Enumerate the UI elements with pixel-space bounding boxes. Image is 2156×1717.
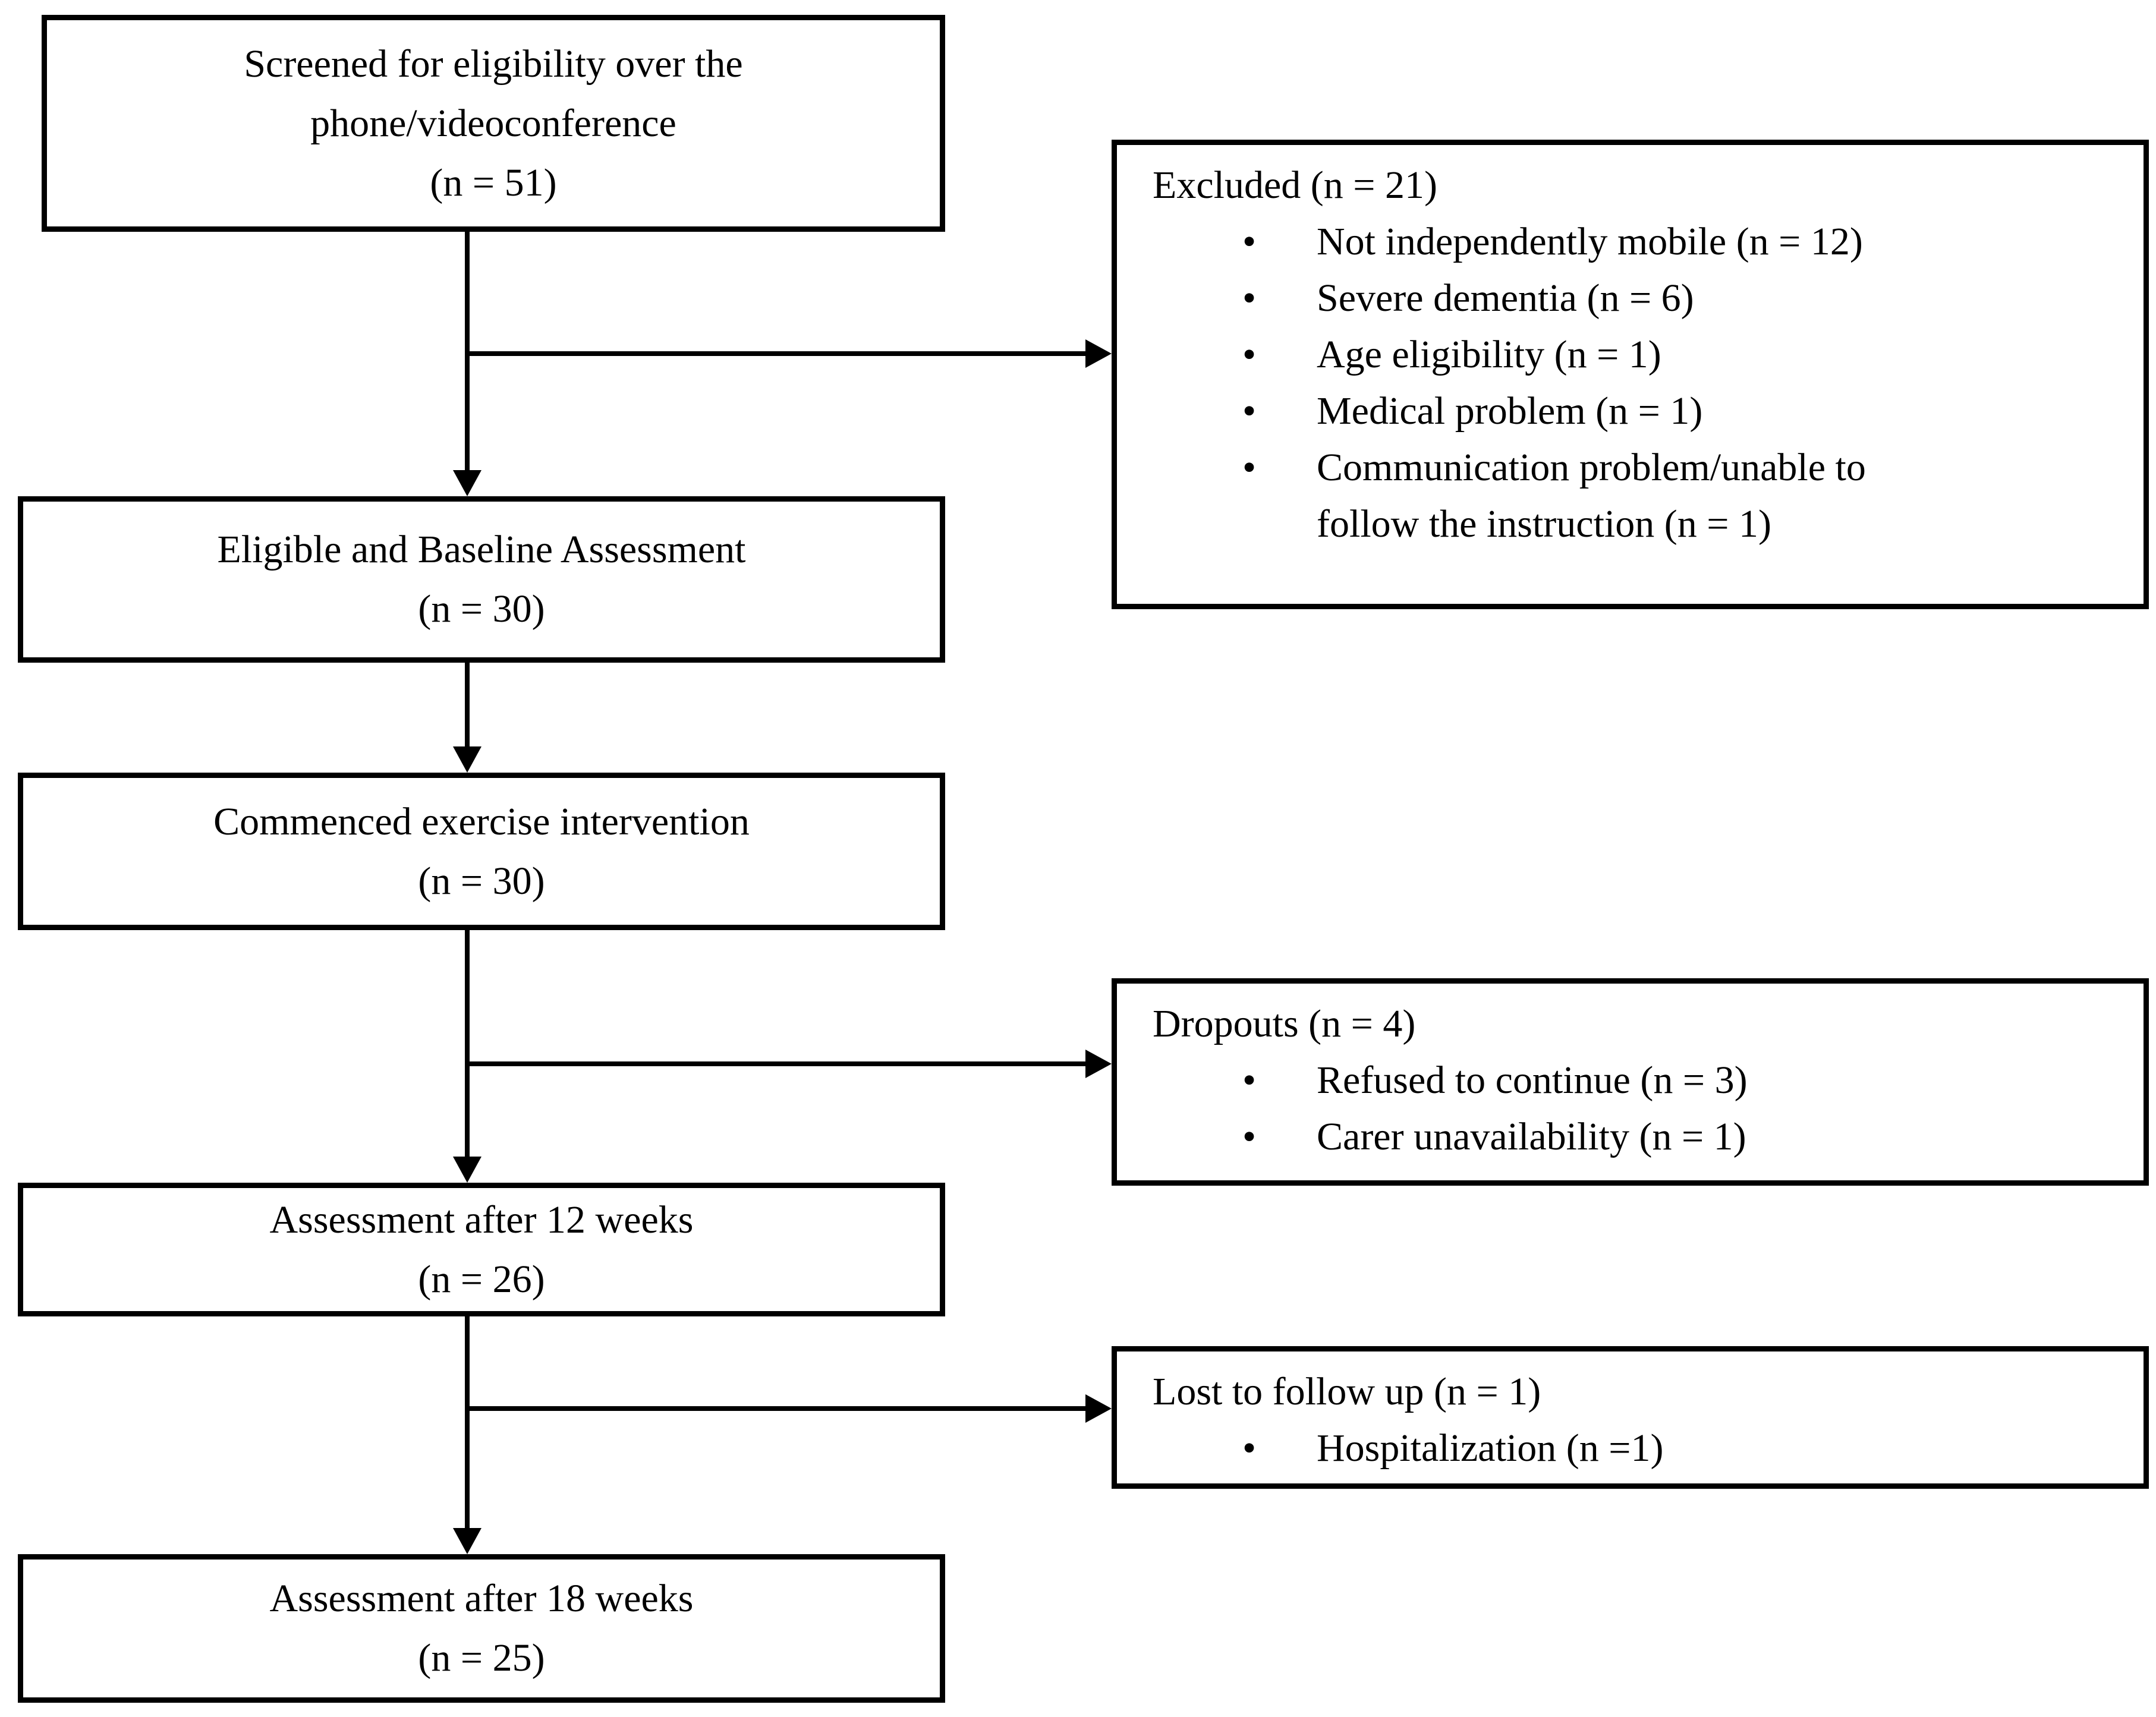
flow-box-eligible-baseline: Eligible and Baseline Assessment (n = 30… bbox=[18, 496, 945, 663]
side-box-title: Excluded (n = 21) bbox=[1153, 163, 1437, 207]
list-item-text: Medical problem (n = 1) bbox=[1317, 389, 1703, 433]
flow-box-assessment-18-weeks: Assessment after 18 weeks (n = 25) bbox=[18, 1554, 945, 1703]
list-item: • Not independently mobile (n = 12) bbox=[1153, 213, 2120, 270]
arrow-down-icon bbox=[453, 1528, 481, 1554]
arrow-down-icon bbox=[453, 470, 481, 496]
box-text-line: Eligible and Baseline Assessment bbox=[217, 528, 746, 571]
list-item-text: Not independently mobile (n = 12) bbox=[1317, 220, 1863, 263]
bullet-icon: • bbox=[1242, 1426, 1257, 1470]
box-count-line: (n = 30) bbox=[418, 587, 545, 631]
list-item-text: Carer unavailability (n = 1) bbox=[1317, 1115, 1746, 1158]
box-text-line: Assessment after 18 weeks bbox=[269, 1577, 694, 1620]
box-text-line: phone/videoconference bbox=[310, 101, 676, 145]
side-box-title: Lost to follow up (n = 1) bbox=[1153, 1370, 1541, 1413]
flow-box-assessment-12-weeks: Assessment after 12 weeks (n = 26) bbox=[18, 1183, 945, 1316]
list-item-text: Severe dementia (n = 6) bbox=[1317, 276, 1694, 320]
bullet-icon: • bbox=[1242, 276, 1257, 320]
box-text-line: Commenced exercise intervention bbox=[213, 799, 750, 843]
arrow-right-icon bbox=[1085, 339, 1112, 368]
arrow-down-icon bbox=[453, 746, 481, 773]
box-count-line: (n = 25) bbox=[418, 1636, 545, 1680]
flow-box-screened: Screened for eligibility over the phone/… bbox=[42, 15, 945, 232]
list-item-text: Communication problem/unable to bbox=[1317, 446, 1866, 489]
list-item: • Age eligibility (n = 1) bbox=[1153, 326, 2120, 383]
bullet-icon: • bbox=[1242, 389, 1257, 433]
bullet-icon: • bbox=[1242, 1115, 1257, 1158]
arrow-right-icon bbox=[1085, 1394, 1112, 1423]
side-box-dropouts: Dropouts (n = 4) • Refused to continue (… bbox=[1112, 978, 2149, 1186]
arrow-down-icon bbox=[453, 1157, 481, 1183]
arrow-right-icon bbox=[1085, 1050, 1112, 1078]
bullet-icon: • bbox=[1242, 220, 1257, 263]
list-item-text: Hospitalization (n =1) bbox=[1317, 1426, 1664, 1470]
bullet-icon: • bbox=[1242, 1058, 1257, 1102]
box-count-line: (n = 51) bbox=[430, 160, 557, 204]
branch-to-excluded bbox=[465, 351, 1088, 356]
branch-to-lost-to-follow-up bbox=[465, 1406, 1088, 1411]
side-box-items: • Refused to continue (n = 3) • Carer un… bbox=[1153, 1052, 2120, 1165]
list-item: • Hospitalization (n =1) bbox=[1153, 1420, 2120, 1476]
bullet-icon: • bbox=[1242, 446, 1257, 489]
list-item: • Refused to continue (n = 3) bbox=[1153, 1052, 2120, 1108]
list-item: • Severe dementia (n = 6) bbox=[1153, 270, 2120, 326]
list-item: • Communication problem/unable to follow… bbox=[1153, 439, 2120, 552]
bullet-icon: • bbox=[1242, 333, 1257, 376]
connector-commenced-to-week12 bbox=[465, 930, 470, 1159]
box-count-line: (n = 30) bbox=[418, 859, 545, 903]
side-box-title: Dropouts (n = 4) bbox=[1153, 1002, 1416, 1045]
side-box-items: • Not independently mobile (n = 12) • Se… bbox=[1153, 213, 2120, 552]
list-item-text: follow the instruction (n = 1) bbox=[1317, 502, 1771, 546]
connector-eligible-to-commenced bbox=[465, 663, 470, 749]
branch-to-dropouts bbox=[465, 1061, 1088, 1066]
list-item: • Medical problem (n = 1) bbox=[1153, 383, 2120, 439]
box-count-line: (n = 26) bbox=[418, 1257, 545, 1301]
side-box-excluded: Excluded (n = 21) • Not independently mo… bbox=[1112, 140, 2149, 609]
side-box-lost-to-follow-up: Lost to follow up (n = 1) • Hospitalizat… bbox=[1112, 1346, 2149, 1489]
list-item-text: Age eligibility (n = 1) bbox=[1317, 333, 1661, 376]
box-text-line: Assessment after 12 weeks bbox=[269, 1198, 694, 1242]
flow-box-commenced-intervention: Commenced exercise intervention (n = 30) bbox=[18, 773, 945, 930]
side-box-items: • Hospitalization (n =1) bbox=[1153, 1420, 2120, 1476]
list-item: • Carer unavailability (n = 1) bbox=[1153, 1108, 2120, 1165]
box-text-line: Screened for eligibility over the bbox=[244, 42, 743, 86]
connector-week12-to-week18 bbox=[465, 1316, 470, 1530]
list-item-text: Refused to continue (n = 3) bbox=[1317, 1058, 1748, 1102]
